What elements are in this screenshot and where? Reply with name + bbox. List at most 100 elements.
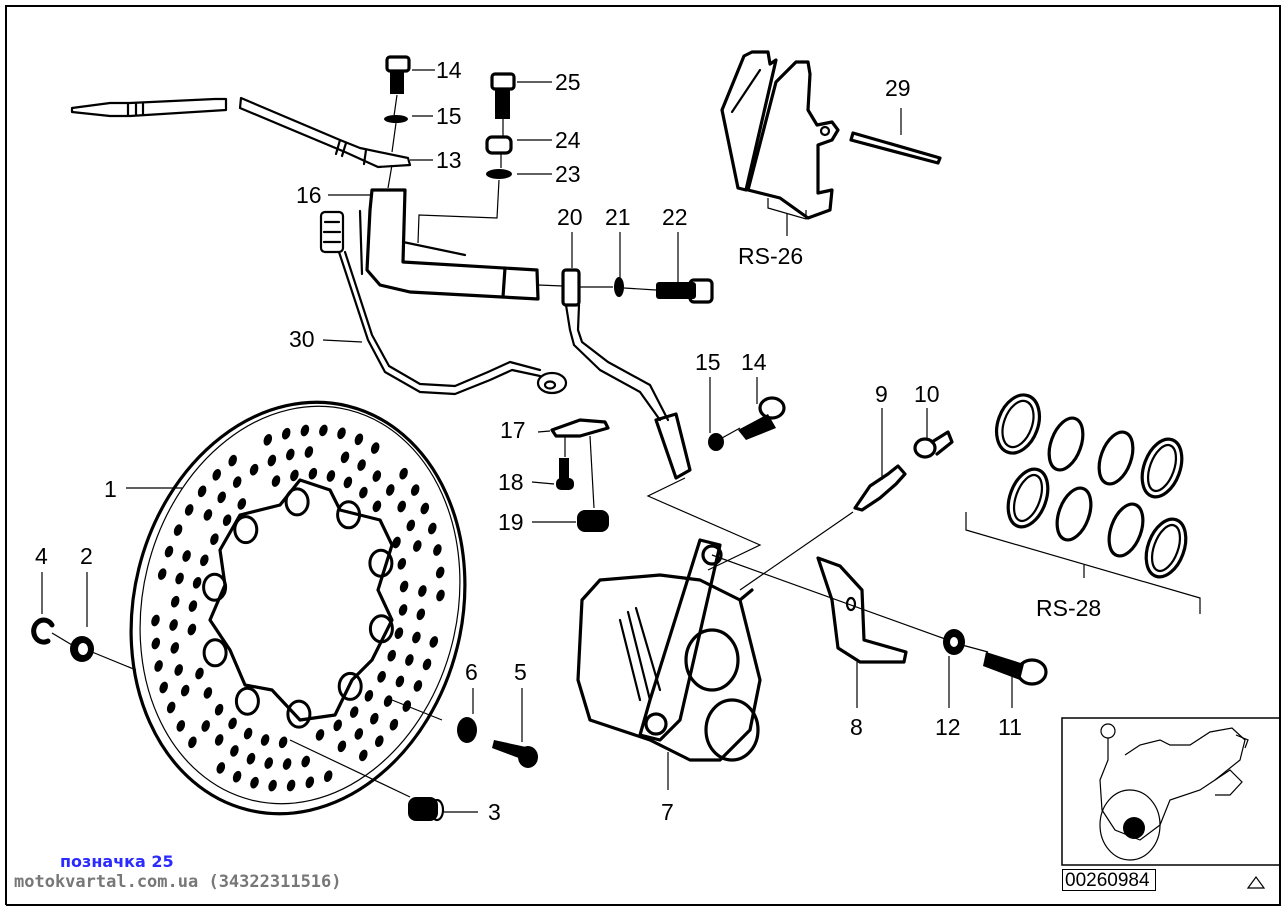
dust-cap-10 [913,430,954,459]
label-24: 24 [555,127,581,153]
disc-hole [159,681,168,694]
seal-ring-15-upper [384,115,408,123]
disc-hole [286,779,296,792]
disc-hole [433,544,442,556]
disc-hole [359,749,368,762]
label-10: 10 [914,381,940,407]
disc-hole [364,689,374,702]
disc-hole [267,454,277,467]
label-21: 21 [605,204,631,230]
disc-hole [176,720,186,732]
disc-rivet [233,515,259,545]
disc-hole [399,580,409,593]
disc-hole [416,608,426,621]
brake-disc-1 [129,400,467,816]
disc-hole [151,637,161,650]
disc-hole [300,424,310,437]
seal-ring-15-lower [708,433,724,451]
disc-hole [435,566,445,579]
disc-hole [333,719,342,732]
disc-hole [359,486,368,499]
disc-hole [370,712,379,725]
disc-hole [405,654,414,666]
disc-hole [399,467,408,480]
disc-hole [188,736,197,749]
disc-hole [281,427,291,440]
nut-24 [485,135,513,155]
label-30: 30 [289,326,315,352]
label-15-lower: 15 [695,349,721,375]
label-23: 23 [555,161,581,187]
banjo-bolt-14-lower [738,396,786,440]
disc-rivet [336,500,362,530]
disc-hole [184,504,194,516]
disc-hole [412,631,421,644]
disc-rivet [234,686,260,716]
disc-hole [387,649,396,662]
disc-rivet [368,614,394,644]
grommet-19 [577,510,609,532]
drawing-number: 00260984 [1062,869,1156,891]
disc-hole [210,533,219,546]
disc-hole [343,476,353,489]
label-13: 13 [436,147,462,173]
disc-hole [174,664,183,676]
disc-hole [397,557,407,570]
disc-hole [354,433,364,446]
disc-hole [420,502,430,515]
line-bracket-16 [358,188,540,301]
bleeder-valve-9 [853,464,907,512]
disc-hole [410,484,420,496]
disc-hole [398,604,408,616]
disc-rivet [202,572,228,602]
disc-hole [228,717,237,730]
label-25: 25 [555,69,581,95]
label-2: 2 [80,543,93,569]
disc-hole [170,595,180,608]
watermark-site: motokvartal.com.ua (34322311516) [14,872,342,892]
motorcycle-thumbnail [1061,717,1281,866]
disc-hole [232,476,242,488]
disc-hole [203,687,213,699]
disc-hole [383,695,393,707]
disc-rivet [337,671,363,701]
disc-hole [264,757,273,769]
disc-hole [180,684,190,697]
disc-hole [397,500,406,513]
disc-hole [413,540,422,552]
disc-hole [354,728,364,740]
label-7: 7 [661,799,674,825]
disc-hole [212,468,221,481]
disc-hole [377,670,386,683]
brake-hose-30 [319,210,568,396]
label-20: 20 [557,204,583,230]
disc-hole [157,568,167,580]
disc-hole [192,576,202,589]
frame-border-bottom [6,60,1281,906]
label-RS-26: RS-26 [738,243,803,269]
disc-hole [237,498,247,510]
disc-hole [286,448,295,461]
disc-hole [305,776,315,789]
bracket-8 [816,556,908,708]
disc-hole [389,718,399,731]
disc-hole [200,554,209,567]
circlip-4 [31,617,55,645]
disc-hole [375,735,384,748]
disc-hole [164,545,174,558]
disc-hole [422,658,432,671]
disc-hole [230,745,239,757]
brake-line-upper [70,96,412,169]
disc-hole [315,729,325,741]
disc-hole [214,734,224,746]
label-5: 5 [514,659,527,685]
disc-rivet [284,487,310,517]
disc-hole [304,446,314,458]
washer-23 [486,169,512,179]
disc-hole [169,619,178,631]
disc-hole [271,475,281,487]
disc-hole [290,469,299,482]
disc-hole [166,701,176,714]
brake-caliper-7 [576,538,762,790]
